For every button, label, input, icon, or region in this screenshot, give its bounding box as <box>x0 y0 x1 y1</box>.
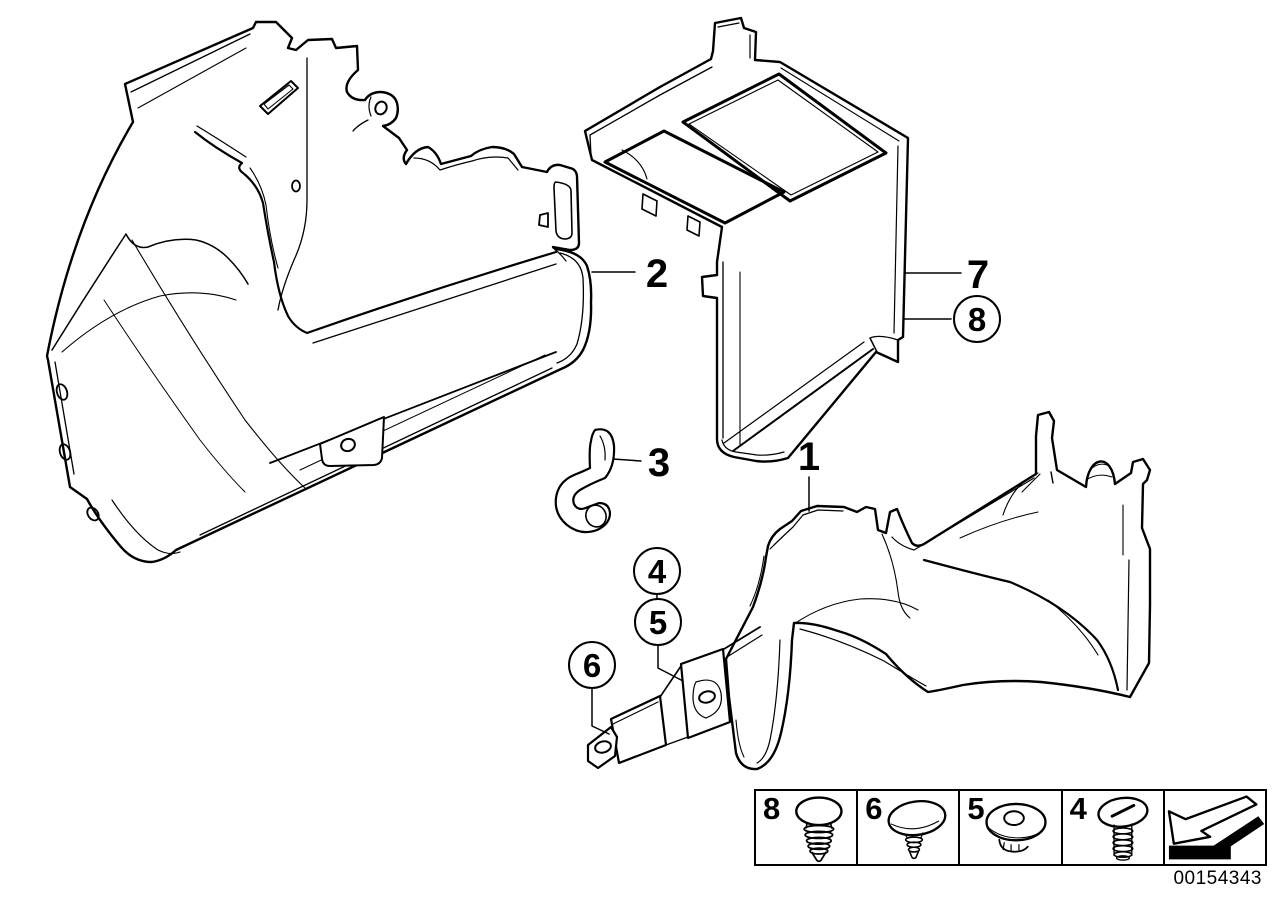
trim-clip-icon <box>887 799 947 860</box>
legend-item-number: 5 <box>967 791 985 826</box>
callout-label-7[interactable]: 7 <box>966 253 990 297</box>
legend-item-number: 4 <box>1069 791 1087 826</box>
leader-line-3 <box>612 458 642 462</box>
callout-label-4[interactable]: 4 <box>633 547 681 595</box>
leader-line-5 <box>657 644 684 682</box>
legend-item-arrow <box>1162 791 1265 864</box>
fastener-legend: 8 6 <box>754 789 1267 866</box>
leader-line-6 <box>591 688 610 735</box>
legend-item-number: 8 <box>763 791 781 826</box>
part-2-left-trim-panel-drawing <box>45 20 593 564</box>
legend-item-4: 4 <box>1060 791 1163 864</box>
callout-label-6[interactable]: 6 <box>568 641 616 689</box>
grommet-icon <box>985 802 1048 853</box>
part-1-mounting-bracket-drawing <box>586 626 763 770</box>
part-1-right-trim-panel-drawing <box>586 410 1152 771</box>
legend-item-5: 5 <box>958 791 1060 864</box>
expanding-rivet-icon <box>795 796 843 863</box>
callout-label-2[interactable]: 2 <box>645 252 669 296</box>
callout-label-3[interactable]: 3 <box>647 441 671 485</box>
direction-arrow-icon <box>1167 795 1265 860</box>
legend-item-number: 6 <box>865 791 883 826</box>
part-7-tray-trim-drawing <box>583 16 910 463</box>
legend-item-6: 6 <box>856 791 958 864</box>
document-number: 00154343 <box>1173 868 1262 889</box>
callout-label-5[interactable]: 5 <box>634 598 682 646</box>
screw-icon <box>1096 796 1149 861</box>
part-3-hook-drawing <box>554 428 616 534</box>
callout-label-8[interactable]: 8 <box>953 295 1001 343</box>
legend-item-8: 8 <box>756 791 856 864</box>
callout-label-1[interactable]: 1 <box>797 435 821 479</box>
